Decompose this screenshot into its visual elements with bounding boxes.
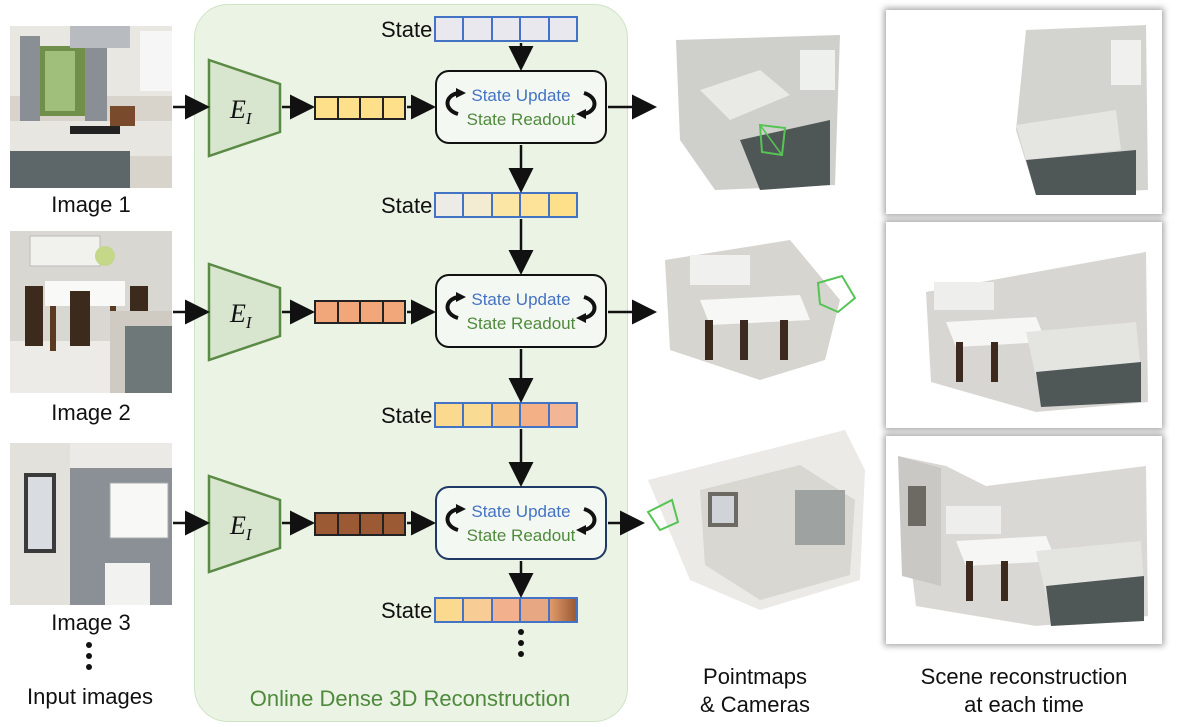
encoder-1 [207,58,282,158]
scene-reconstruction-3 [886,436,1162,644]
state-module-1: State Update State Readout [435,70,607,144]
state-readout-label-2: State Readout [466,314,576,333]
scene-reconstruction-1 [886,10,1162,214]
state-readout-label-3: State Readout [466,526,576,545]
state-2-tokens [434,402,579,428]
pointmaps-caption-line2: & Cameras [699,692,811,717]
state-3-tokens [434,597,579,623]
image-1-tokens [314,96,406,120]
panel-title: Online Dense 3D Reconstruction [249,686,571,711]
state-update-label-1: State Update [471,86,571,105]
state-update-label-2: State Update [471,290,571,309]
pointmap-1 [676,35,840,190]
image-3-tokens [314,512,406,536]
pointmaps-caption-line1: Pointmaps [703,664,807,689]
pointmap-2 [665,240,857,380]
input-image-1 [10,26,172,188]
state-update-label-3: State Update [471,502,571,521]
input-images-caption: Input images [27,684,153,709]
continuation-dots [86,629,524,670]
input-image-2 [10,231,172,393]
input-image-3 [10,443,172,605]
scene-caption-line2: at each time [964,692,1084,717]
state-1-tokens [434,192,579,218]
image-2-label: Image 2 [51,400,131,425]
encoder-3 [207,474,282,574]
encoder-2 [207,262,282,362]
image-2-tokens [314,300,406,324]
image-1-label: Image 1 [51,192,131,217]
state-module-2: State Update State Readout [435,274,607,348]
state-0-tokens [434,16,579,42]
state-module-3: State Update State Readout [435,486,607,560]
state-readout-label-1: State Readout [466,110,576,129]
pointmap-3 [646,430,865,610]
image-3-label: Image 3 [51,610,131,635]
scene-reconstruction-2 [886,222,1162,428]
update-loop-icons [445,88,597,535]
scene-caption-line1: Scene reconstruction [920,664,1128,689]
